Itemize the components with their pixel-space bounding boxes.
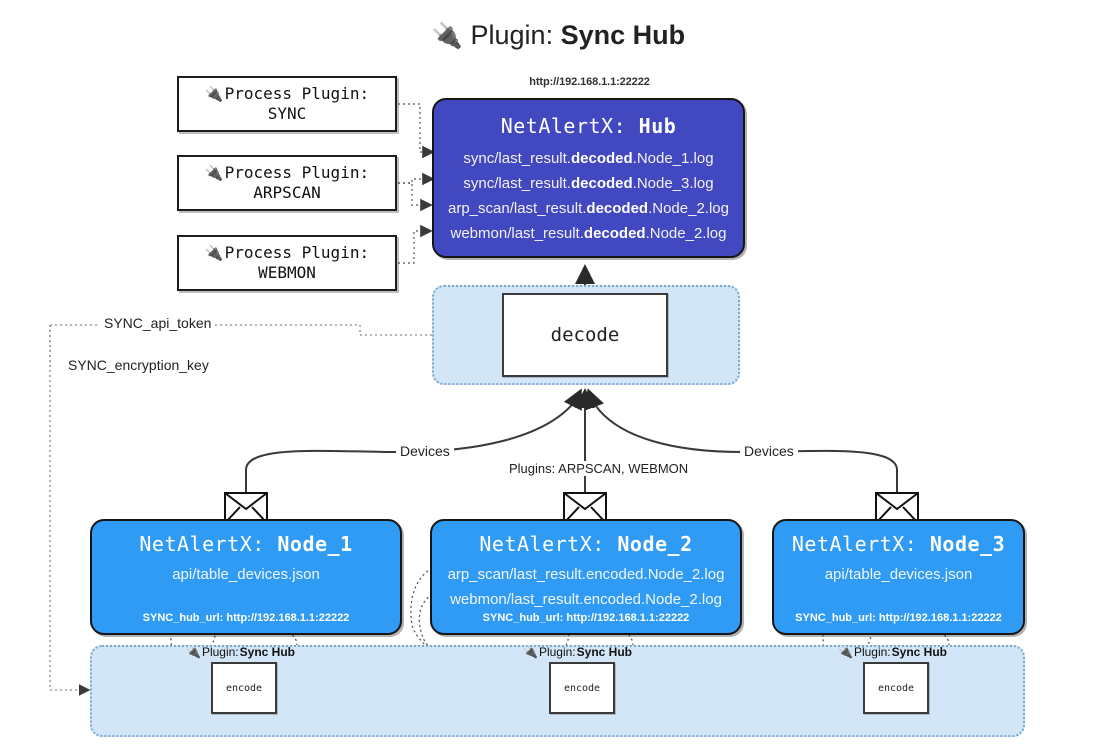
encoder-caption-node-3: 🔌 Plugin: Sync Hub [838, 645, 947, 659]
encode-box-node-3[interactable]: encode [863, 662, 929, 714]
process-plugin-header: 🔌 Process Plugin: [205, 163, 369, 183]
node-file-line: api/table_devices.json [172, 566, 320, 583]
plug-icon: 🔌 [523, 645, 538, 659]
hub-log-line: arp_scan/last_result.decoded.Node_2.log [448, 200, 729, 217]
process-plugin-name: WEBMON [258, 263, 316, 282]
encoder-caption-node-2: 🔌 Plugin: Sync Hub [523, 645, 632, 659]
plug-icon: 🔌 [838, 645, 853, 659]
process-plugin-label: Process Plugin: [224, 84, 370, 103]
plug-icon: 🔌 [186, 645, 201, 659]
node-file-line: api/table_devices.json [824, 566, 973, 583]
hub-log-line: sync/last_result.decoded.Node_3.log [463, 175, 714, 192]
page-title-prefix: Plugin: [470, 20, 554, 50]
decode-box[interactable]: decode [502, 293, 668, 377]
process-plugin-sync[interactable]: 🔌 Process Plugin: SYNC [177, 76, 397, 132]
node-title-name: Node_1 [277, 532, 353, 556]
encoder-caption-name: Sync Hub [239, 645, 295, 659]
page-title-name: Sync Hub [560, 20, 686, 50]
node-title: NetAlertX: Node_2 [432, 532, 740, 556]
encoder-caption-name: Sync Hub [891, 645, 947, 659]
api-token-label: SYNC_api_token [100, 315, 216, 331]
process-plugin-name: ARPSCAN [253, 183, 321, 202]
node-title-prefix: NetAlertX: [791, 532, 918, 556]
encode-box-node-2[interactable]: encode [549, 662, 615, 714]
node-card-node-3[interactable]: NetAlertX: Node_3 api/table_devices.json… [772, 519, 1025, 635]
node-hub-url-label: SYNC_hub_url: http://192.168.1.1:22222 [795, 612, 1002, 624]
encoder-caption-node-1: 🔌 Plugin: Sync Hub [186, 645, 295, 659]
hub-title-prefix: NetAlertX: [500, 114, 627, 138]
plugins-label-center: Plugins: ARPSCAN, WEBMON [505, 461, 693, 476]
node-hub-url-label: SYNC_hub_url: http://192.168.1.1:22222 [142, 612, 350, 624]
plug-icon: 🔌 [431, 22, 463, 50]
nodes-to-decode-edges [245, 388, 898, 494]
process-plugin-label: Process Plugin: [224, 163, 370, 182]
node-title-prefix: NetAlertX: [139, 532, 265, 556]
plug-icon: 🔌 [204, 244, 224, 262]
encoder-caption-prefix: Plugin: [201, 645, 239, 659]
process-plugin-name: SYNC [267, 104, 307, 123]
node-title: NetAlertX: Node_3 [774, 532, 1023, 556]
process-plugin-header: 🔌 Process Plugin: [205, 84, 369, 104]
node-hub-url-label: SYNC_hub_url: http://192.168.1.1:22222 [482, 612, 690, 624]
node-title-name: Node_2 [617, 532, 693, 556]
devices-label-right: Devices [740, 443, 798, 459]
node-file-list: api/table_devices.json [774, 562, 1023, 587]
node-title: NetAlertX: Node_1 [92, 532, 400, 556]
page-title: 🔌 Plugin: Sync Hub [0, 18, 1117, 53]
node-title-prefix: NetAlertX: [479, 532, 605, 556]
process-plugin-arpscan[interactable]: 🔌 Process Plugin: ARPSCAN [177, 155, 397, 211]
hub-url-label: http://192.168.1.1:22222 [529, 76, 650, 88]
process-plugin-webmon[interactable]: 🔌 Process Plugin: WEBMON [177, 235, 397, 291]
node-title-name: Node_3 [929, 532, 1006, 556]
encoder-caption-prefix: Plugin: [853, 645, 891, 659]
encoder-caption-name: Sync Hub [576, 645, 632, 659]
encryption-key-label: SYNC_encryption_key [64, 357, 213, 373]
encode-box-node-1[interactable]: encode [211, 662, 277, 714]
encoder-caption-prefix: Plugin: [538, 645, 576, 659]
node-card-node-1[interactable]: NetAlertX: Node_1 api/table_devices.json… [90, 519, 402, 635]
node-file-list: arp_scan/last_result.encoded.Node_2.log … [432, 562, 740, 612]
node-card-node-2[interactable]: NetAlertX: Node_2 arp_scan/last_result.e… [430, 519, 742, 635]
plugin-to-hub-edges [398, 103, 435, 264]
hub-log-list: sync/last_result.decoded.Node_1.log sync… [434, 146, 743, 246]
hub-log-line: webmon/last_result.decoded.Node_2.log [450, 225, 727, 242]
process-plugin-header: 🔌 Process Plugin: [205, 243, 369, 263]
hub-title: NetAlertX: Hub [434, 114, 743, 138]
hub-log-line: sync/last_result.decoded.Node_1.log [463, 150, 714, 167]
encryption-key-edge [49, 325, 91, 696]
node-file-list: api/table_devices.json [92, 562, 400, 587]
hub-title-name: Hub [638, 114, 677, 138]
hub-node[interactable]: NetAlertX: Hub sync/last_result.decoded.… [432, 98, 745, 258]
plug-icon: 🔌 [204, 164, 224, 182]
node-file-line: webmon/last_result.encoded.Node_2.log [450, 591, 722, 608]
plug-icon: 🔌 [204, 85, 224, 103]
node-file-line: arp_scan/last_result.encoded.Node_2.log [447, 566, 725, 583]
devices-label-left: Devices [396, 443, 454, 459]
process-plugin-label: Process Plugin: [224, 243, 370, 262]
